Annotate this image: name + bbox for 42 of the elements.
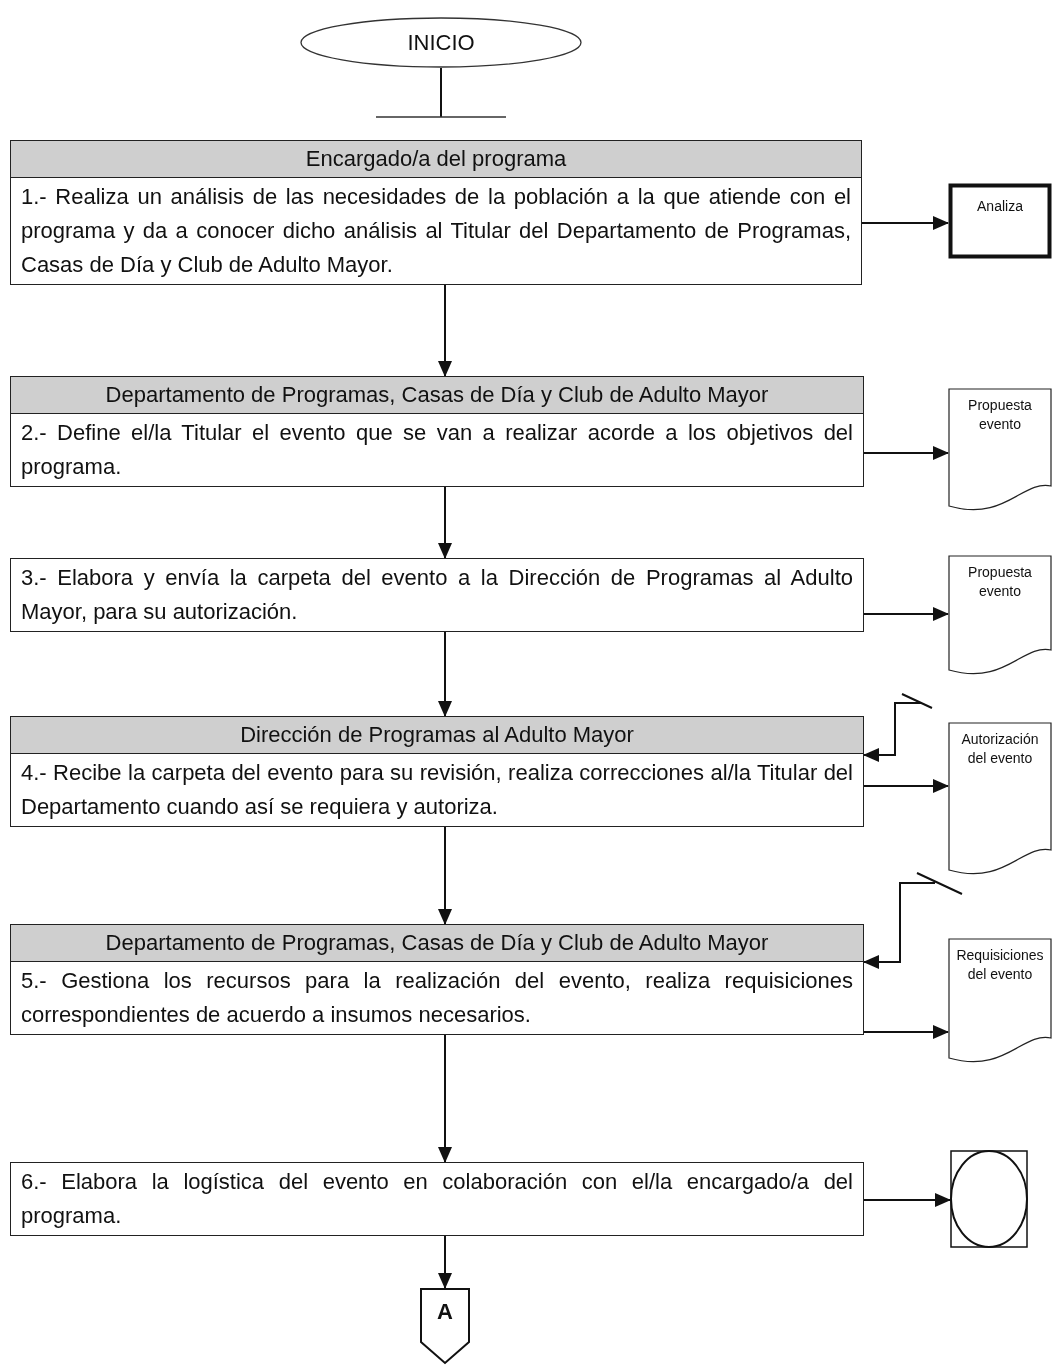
document-label: Propuesta evento <box>967 396 1033 434</box>
offpage-connector <box>420 1288 470 1364</box>
step-description: 6.- Elabora la logística del evento en colaboración con el/la encargado/a del programa. <box>20 1168 854 1230</box>
arrow <box>863 446 949 460</box>
connector-line <box>375 67 507 118</box>
archive-symbol <box>950 1150 1028 1248</box>
step-description: 4.- Recibe la carpeta del evento para su revisión, realiza correcciones al/la Titular del Departamento cuando así se requiera y autoriza. <box>20 759 854 821</box>
terminator-label: INICIO <box>406 29 476 57</box>
record-box <box>948 183 1052 259</box>
process-box <box>10 716 864 827</box>
document-label: Autorización del evento <box>960 730 1040 768</box>
lane-heading: Departamento de Programas, Casas de Día y Club de Adulto Mayor <box>11 925 863 962</box>
process-box <box>10 558 864 632</box>
arrow <box>863 1193 951 1207</box>
arrow <box>438 486 452 559</box>
arrow <box>863 1025 949 1039</box>
arrow <box>438 284 452 377</box>
step-description: 5.- Gestiona los recursos para la realización del evento, realiza requisiciones correspondientes de acuerdo a insumos necesarios. <box>20 967 854 1029</box>
arrow <box>863 872 963 969</box>
connector-letter: A <box>436 1298 454 1321</box>
document-label: Analiza <box>976 197 1024 216</box>
arrow <box>863 607 949 621</box>
start-terminator <box>300 17 582 68</box>
document-label: Requisiciones del evento <box>955 946 1045 984</box>
step-description: 3.- Elabora y envía la carpeta del evento a la Dirección de Programas al Adulto Mayor, para su autorización. <box>20 564 854 626</box>
document-label: Propuesta evento <box>967 563 1033 601</box>
arrow <box>861 216 949 230</box>
step-description: 1.- Realiza un análisis de las necesidades de la población a la que atiende con el programa y da a conocer dicho análisis al Titular del Departamento de Programas, Casas de Día y Club de Adulto Mayor. <box>20 183 852 279</box>
arrow <box>438 1034 452 1163</box>
arrow <box>438 826 452 925</box>
process-box <box>10 1162 864 1236</box>
process-box <box>10 924 864 1035</box>
process-box <box>10 140 862 285</box>
step-description: 2.- Define el/la Titular el evento que se van a realizar acorde a los objetivos del programa. <box>20 419 854 481</box>
arrow <box>438 1235 452 1289</box>
process-box <box>10 376 864 487</box>
lane-heading: Departamento de Programas, Casas de Día y Club de Adulto Mayor <box>11 377 863 414</box>
lane-heading: Encargado/a del programa <box>11 141 861 178</box>
arrow <box>863 779 949 793</box>
arrow <box>863 693 933 762</box>
lane-heading: Dirección de Programas al Adulto Mayor <box>11 717 863 754</box>
arrow <box>438 631 452 717</box>
